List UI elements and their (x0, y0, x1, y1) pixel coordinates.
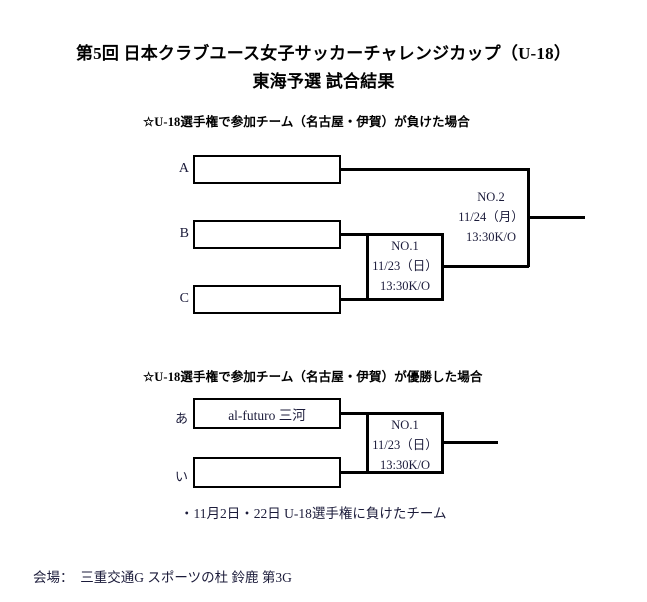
seed-label-i-kana: い (174, 469, 188, 484)
match1-date: 11/23（日） (372, 259, 438, 273)
bracket2-match-info-no1: NO.1 11/23（日） 13:30K/O (356, 415, 454, 475)
connector-a-out (341, 168, 368, 171)
page-title: 第5回 日本クラブユース女子サッカーチャレンジカップ（U-18） 東海予選 試合… (0, 42, 647, 94)
match1-time: 13:30K/O (380, 279, 430, 293)
match1-bracket-top (366, 233, 444, 236)
seed-label-a-kana: あ (174, 411, 188, 426)
team-box-c[interactable] (193, 285, 341, 314)
match1-number: NO.1 (391, 239, 419, 253)
connector-a-kana-out (341, 412, 368, 415)
bracket2-match1-left (366, 412, 369, 474)
connector-b-out (341, 233, 368, 236)
bracket2-match1-date: 11/23（日） (372, 438, 438, 452)
match2-bracket-top (366, 168, 529, 171)
match-info-no2: NO.2 11/24（月） 13:30K/O (442, 187, 540, 247)
match2-bracket-bottom (441, 265, 529, 268)
bracket2-winner-line (441, 441, 498, 444)
seed-label-c: C (179, 291, 189, 306)
match1-bracket-bottom (366, 298, 444, 301)
match2-time: 13:30K/O (466, 230, 516, 244)
title-line-1: 第5回 日本クラブユース女子サッカーチャレンジカップ（U-18） (75, 44, 572, 63)
bracket2-match1-time: 13:30K/O (380, 458, 430, 472)
connector-i-kana-out (341, 471, 368, 474)
bracket2-match1-number: NO.1 (391, 418, 419, 432)
team-box-a-kana[interactable]: al-futuro 三河 (193, 398, 341, 429)
seed-label-a: A (178, 161, 189, 176)
team-box-b[interactable] (193, 220, 341, 249)
bracket1-subtitle: ☆U-18選手権で参加チーム（名古屋・伊賀）が負けた場合 (143, 115, 470, 129)
bracket2-subtitle: ☆U-18選手権で参加チーム（名古屋・伊賀）が優勝した場合 (143, 370, 483, 384)
team-box-i-kana[interactable] (193, 457, 341, 488)
connector-c-out (341, 298, 368, 301)
seed-label-b: B (179, 226, 189, 241)
match2-winner-line (527, 216, 585, 219)
bracket2-match1-top (366, 412, 444, 415)
match1-bracket-left (366, 233, 369, 300)
venue-text: 会場： 三重交通G スポーツの杜 鈴鹿 第3G (33, 570, 292, 585)
title-line-2: 東海予選 試合結果 (252, 72, 395, 91)
match2-date: 11/24（月） (458, 210, 524, 224)
team-box-a[interactable] (193, 155, 341, 184)
bracket2-note: ・11月2日・22日 U-18選手権に負けたチーム (180, 506, 447, 521)
match-info-no1: NO.1 11/23（日） 13:30K/O (356, 236, 454, 296)
bracket2-match1-bottom (366, 471, 444, 474)
match2-number: NO.2 (477, 190, 505, 204)
